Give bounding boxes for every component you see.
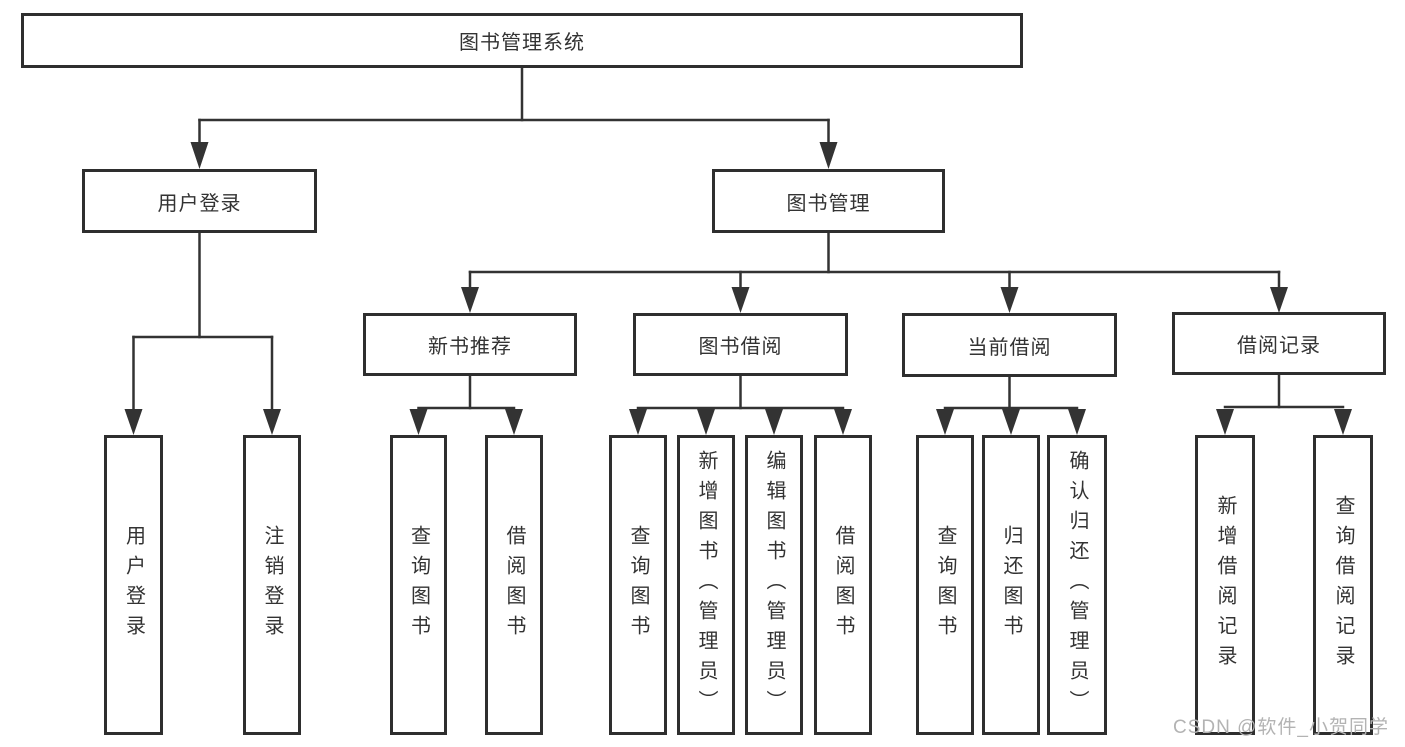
arrow-leaf-confirm-return [1068,409,1086,435]
leaf-query-borrow-record-label: 查询借阅记录 [1332,495,1354,675]
leaf-return-book-label: 归还图书 [1000,525,1022,645]
arrowheads [124,142,1352,435]
leaf-borrow-books-recommend: 借阅图书 [485,435,543,735]
arrow-leaf-return [1002,409,1020,435]
leaf-borrow-books-label: 借阅图书 [832,525,854,645]
leaf-query-books-recommend-label: 查询图书 [407,525,430,645]
arrow-book-borrow [731,287,750,313]
arrow-book-management [819,142,838,169]
leaf-logout-label: 注销登录 [261,525,283,645]
arrow-new-book [461,287,479,313]
arrow-leaf-add-record [1216,409,1234,435]
node-current-borrow-label: 当前借阅 [967,336,1052,359]
leaf-user-login-label: 用户登录 [122,525,145,645]
leaf-edit-book-admin: 编辑图书（管理员） [745,435,803,735]
leaf-query-books-recommend: 查询图书 [390,435,447,735]
node-book-borrow-label: 图书借阅 [698,336,783,358]
node-current-borrow: 当前借阅 [902,313,1117,377]
arrow-leaf-query1 [409,409,428,435]
leaf-user-login: 用户登录 [104,435,163,735]
leaf-add-book-admin-label: 新增图书（管理员） [695,450,717,720]
leaf-query-borrow-record: 查询借阅记录 [1313,435,1373,735]
node-library-system: 图书管理系统 [21,13,1023,68]
arrow-leaf-edit-book [765,409,783,435]
arrow-leaf-query2 [629,409,647,435]
arrow-leaf-login [124,409,143,435]
node-new-book-recommend: 新书推荐 [363,313,577,376]
arrow-user-login [190,142,209,169]
leaf-add-book-admin: 新增图书（管理员） [677,435,735,735]
node-book-management-label: 图书管理 [786,192,871,215]
leaf-query-books-current: 查询图书 [916,435,974,735]
leaf-add-borrow-record-label: 新增借阅记录 [1214,495,1236,675]
node-borrow-records: 借阅记录 [1172,312,1386,375]
arrow-leaf-query-record [1334,409,1352,435]
arrow-leaf-add-book [697,409,715,435]
leaf-confirm-return-admin: 确认归还（管理员） [1047,435,1107,735]
node-user-login: 用户登录 [82,169,317,233]
arrow-leaf-query3 [936,409,954,435]
leaf-query-books-current-label: 查询图书 [934,525,956,645]
node-user-login-label: 用户登录 [157,192,242,215]
csdn-watermark: CSDN @软件_小贺同学 [1173,717,1389,738]
leaf-borrow-books-recommend-label: 借阅图书 [503,525,525,645]
leaf-query-books-borrow: 查询图书 [609,435,667,735]
arrow-leaf-logout [263,409,281,435]
leaf-return-book: 归还图书 [982,435,1040,735]
arrow-current-borrow [1000,287,1019,313]
node-new-book-recommend-label: 新书推荐 [428,336,512,358]
leaf-borrow-books: 借阅图书 [814,435,872,735]
node-book-management: 图书管理 [712,169,945,233]
leaf-logout: 注销登录 [243,435,301,735]
arrow-leaf-borrow1 [505,409,523,435]
leaf-add-borrow-record: 新增借阅记录 [1195,435,1255,735]
arrow-leaf-borrow2 [834,409,852,435]
leaf-confirm-return-admin-label: 确认归还（管理员） [1066,450,1088,720]
arrow-borrow-records [1270,287,1288,313]
node-borrow-records-label: 借阅记录 [1237,335,1321,357]
node-library-system-label: 图书管理系统 [459,32,585,54]
node-book-borrow: 图书借阅 [633,313,848,376]
leaf-query-books-borrow-label: 查询图书 [627,525,649,645]
connector-lines [132,66,1345,412]
leaf-edit-book-admin-label: 编辑图书（管理员） [763,450,785,720]
